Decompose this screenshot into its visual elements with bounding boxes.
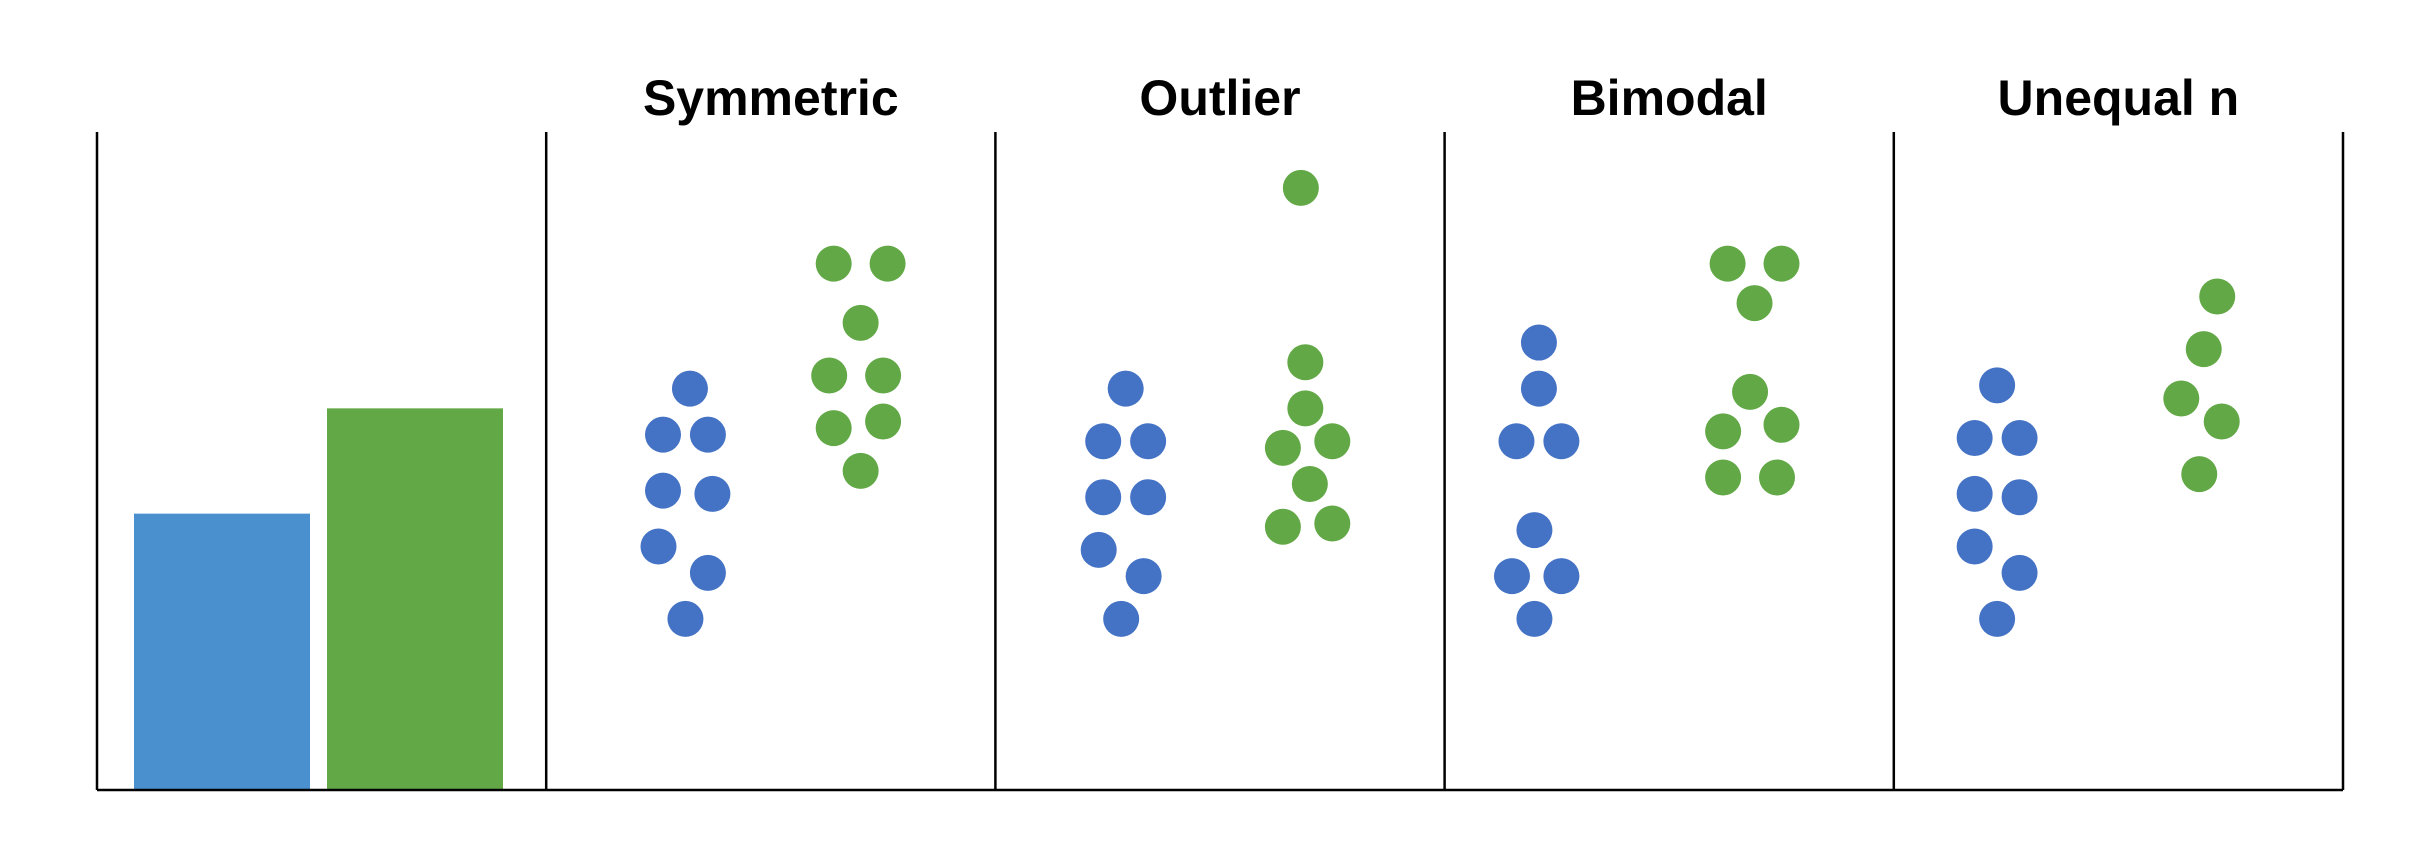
group-1-dot xyxy=(689,416,726,453)
group-2-dot xyxy=(2185,331,2222,368)
panel-title: Bimodal xyxy=(1571,70,1768,126)
group-2-dot xyxy=(2203,403,2240,440)
group-1-dot xyxy=(1493,558,1530,595)
dot-panel-bimodal xyxy=(1493,245,1800,637)
group-2-dot xyxy=(1264,508,1301,545)
group-1-dot xyxy=(1543,423,1580,460)
group-1-dot xyxy=(2001,479,2038,516)
group-1-dot xyxy=(644,472,681,509)
group-1-dot xyxy=(1498,423,1535,460)
group-1-dot xyxy=(1979,367,2016,404)
dot-panel-symmetric xyxy=(640,245,906,637)
group-2-dot xyxy=(1736,285,1773,322)
group-1-dot xyxy=(1956,528,1993,565)
group-2-dot xyxy=(842,304,879,341)
panel-title: Outlier xyxy=(1139,70,1300,126)
group-2-dot xyxy=(1709,245,1746,282)
group-1-dot xyxy=(1107,370,1144,407)
group-1-dot xyxy=(1130,479,1167,516)
group-2-dot xyxy=(2199,278,2236,315)
group-1-dot xyxy=(640,528,677,565)
group-2-dot xyxy=(1314,423,1351,460)
group-2-dot xyxy=(1291,466,1328,503)
group-1-dot xyxy=(1979,600,2016,637)
group-2-dot xyxy=(1705,459,1742,496)
panel-title: Symmetric xyxy=(643,70,899,126)
group-1-dot xyxy=(644,416,681,453)
group-1-dot xyxy=(1956,419,1993,456)
group-2-dot xyxy=(869,245,906,282)
dot-panel-outlier xyxy=(1080,169,1351,637)
group-1-dot xyxy=(1130,423,1167,460)
group-2-dot xyxy=(2181,456,2218,493)
group-2-dot xyxy=(1759,459,1796,496)
group-2-dot xyxy=(1314,505,1351,542)
bar-2 xyxy=(327,408,503,790)
group-1-dot xyxy=(2001,419,2038,456)
group-1-dot xyxy=(1543,558,1580,595)
axes xyxy=(95,132,2345,792)
panel-titles: Symmetric Outlier Bimodal Unequal n xyxy=(643,70,2239,126)
group-1-dot xyxy=(1103,600,1140,637)
group-2-dot xyxy=(1282,169,1319,206)
group-1-dot xyxy=(689,554,726,591)
group-1-dot xyxy=(1956,475,1993,512)
group-2-dot xyxy=(1264,429,1301,466)
group-2-dot xyxy=(1763,245,1800,282)
group-1-dot xyxy=(1125,558,1162,595)
group-1-dot xyxy=(1520,324,1557,361)
group-2-dot xyxy=(1287,390,1324,427)
group-1-dot xyxy=(1085,479,1122,516)
group-2-dot xyxy=(865,357,902,394)
group-1-dot xyxy=(671,370,708,407)
group-2-dot xyxy=(1763,406,1800,443)
group-1-dot xyxy=(1516,600,1553,637)
group-1-dot xyxy=(1085,423,1122,460)
group-1-dot xyxy=(2001,554,2038,591)
bar-1 xyxy=(134,513,310,790)
group-2-dot xyxy=(1732,373,1769,410)
group-2-dot xyxy=(815,410,852,447)
group-2-dot xyxy=(1287,344,1324,381)
bar-panel xyxy=(134,408,503,790)
group-2-dot xyxy=(842,452,879,489)
group-2-dot xyxy=(815,245,852,282)
group-2-dot xyxy=(865,403,902,440)
group-1-dot xyxy=(667,600,704,637)
group-2-dot xyxy=(811,357,848,394)
dot-panel-unequal-n xyxy=(1956,278,2240,637)
group-1-dot xyxy=(1516,512,1553,549)
group-2-dot xyxy=(1705,413,1742,450)
group-1-dot xyxy=(1080,531,1117,568)
group-1-dot xyxy=(694,475,731,512)
group-2-dot xyxy=(2163,380,2200,417)
group-1-dot xyxy=(1520,370,1557,407)
panel-title: Unequal n xyxy=(1998,70,2240,126)
dot-panels xyxy=(640,169,2240,637)
